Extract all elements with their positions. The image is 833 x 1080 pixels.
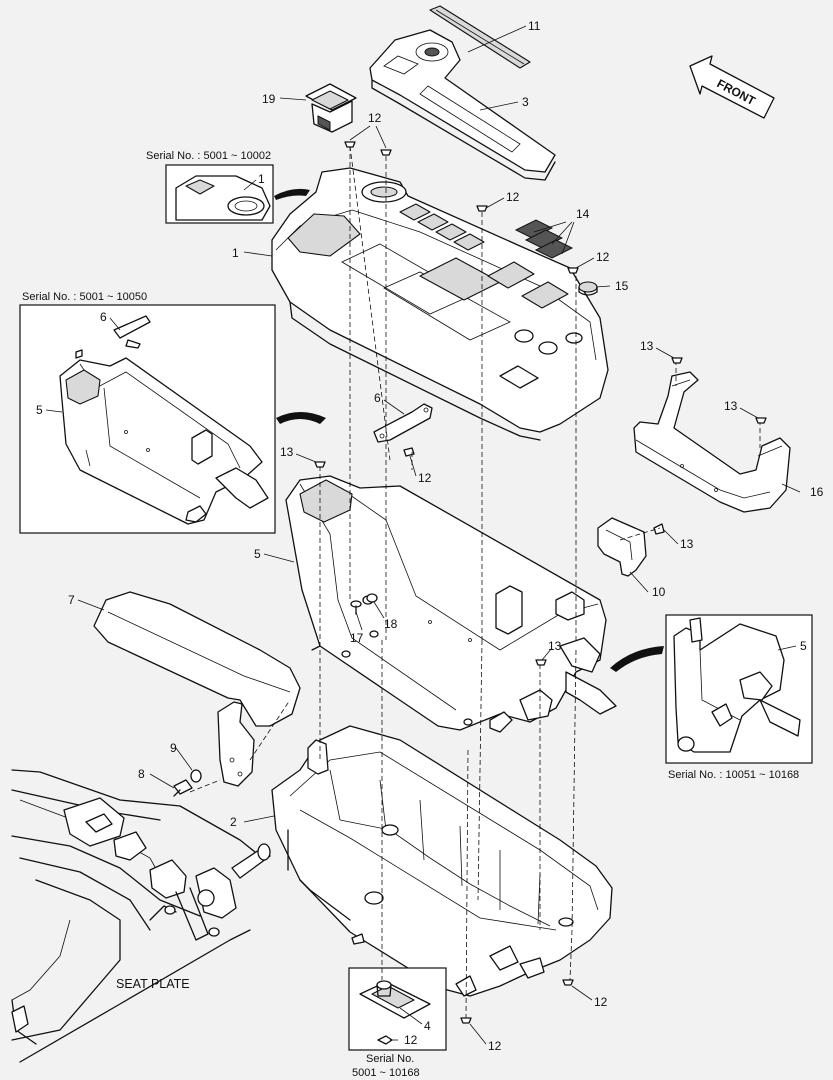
- seat-plate-frame: [11, 769, 271, 1063]
- part-15-cap: [578, 281, 598, 296]
- callout-6: 6: [374, 391, 381, 405]
- part-1-console: [271, 167, 609, 441]
- callout-9: 9: [170, 741, 177, 755]
- callout-3: 3: [522, 95, 529, 109]
- callout-15: 15: [615, 279, 629, 293]
- callout-5: 5: [254, 547, 261, 561]
- callout-10: 10: [652, 585, 666, 599]
- callout-13: 13: [724, 399, 738, 413]
- callout-18: 18: [384, 617, 398, 631]
- callout-8: 8: [138, 767, 145, 781]
- callout-11: 11: [528, 19, 541, 33]
- callout-13: 13: [640, 339, 654, 353]
- inset-right-serial: [610, 614, 813, 764]
- callout-17: 17: [350, 631, 364, 645]
- callout-7: 7: [68, 593, 75, 607]
- callout-13: 13: [548, 639, 562, 653]
- callout-12: 12: [594, 995, 608, 1009]
- assembly-centerlines: [189, 145, 761, 1019]
- callout-12: 12: [506, 190, 520, 204]
- serial-left-inset: Serial No. : 5001 ~ 10050: [22, 291, 147, 303]
- callout-13: 13: [680, 537, 694, 551]
- callout-1-inset: 1: [258, 172, 265, 186]
- part-14-covers: [514, 219, 574, 259]
- serial-top-inset: Serial No. : 5001 ~ 10002: [146, 150, 271, 162]
- callout-4: 4: [424, 1019, 431, 1033]
- part-19-switch: [305, 83, 357, 133]
- inset-top-serial: [165, 164, 310, 224]
- callout-13: 13: [280, 445, 294, 459]
- callout-14: 14: [576, 207, 590, 221]
- part-2-tray: [271, 725, 613, 997]
- inset-bottom-serial: [348, 967, 447, 1051]
- part-6-bracket: [373, 403, 433, 457]
- callout-labels: 11 3 19 12 1 1 12 14 12 15 6 5 13 13 16 …: [36, 19, 824, 1053]
- inset-left-serial: [19, 304, 326, 534]
- callout-12: 12: [488, 1039, 502, 1053]
- front-arrow: FRONT: [689, 55, 775, 119]
- part-8-9-bolt-washer: [173, 769, 202, 797]
- part-10-hook: [597, 517, 665, 577]
- callout-12: 12: [404, 1033, 418, 1047]
- callout-12: 12: [368, 111, 382, 125]
- serial-bottom-inset-line1: Serial No.: [366, 1053, 414, 1065]
- callout-6-inset: 6: [100, 310, 107, 324]
- callout-5-inset: 5: [36, 403, 43, 417]
- callout-2: 2: [230, 815, 237, 829]
- part-11-strip: [429, 5, 531, 69]
- part-5-frame: [285, 475, 617, 733]
- part-16-bracket: [633, 371, 791, 513]
- callout-12: 12: [418, 471, 432, 485]
- serial-right-inset: Serial No. : 10051 ~ 10168: [668, 769, 799, 781]
- part-3-top-cover: [369, 29, 556, 181]
- leader-lines: [45, 25, 801, 1045]
- callout-12: 12: [596, 250, 610, 264]
- part-17-18-bolts: [350, 593, 378, 615]
- callout-5-inset-right: 5: [800, 639, 807, 653]
- serial-labels: Serial No. : 5001 ~ 10002 Serial No. : 5…: [22, 150, 799, 1079]
- callout-16: 16: [810, 485, 824, 499]
- seat-plate-label: SEAT PLATE: [116, 977, 190, 991]
- callout-19: 19: [262, 92, 276, 106]
- callout-1: 1: [232, 246, 239, 260]
- part-7-armrest: [93, 591, 301, 787]
- fasteners: [314, 141, 767, 1024]
- serial-bottom-inset-line2: 5001 ~ 10168: [352, 1067, 420, 1079]
